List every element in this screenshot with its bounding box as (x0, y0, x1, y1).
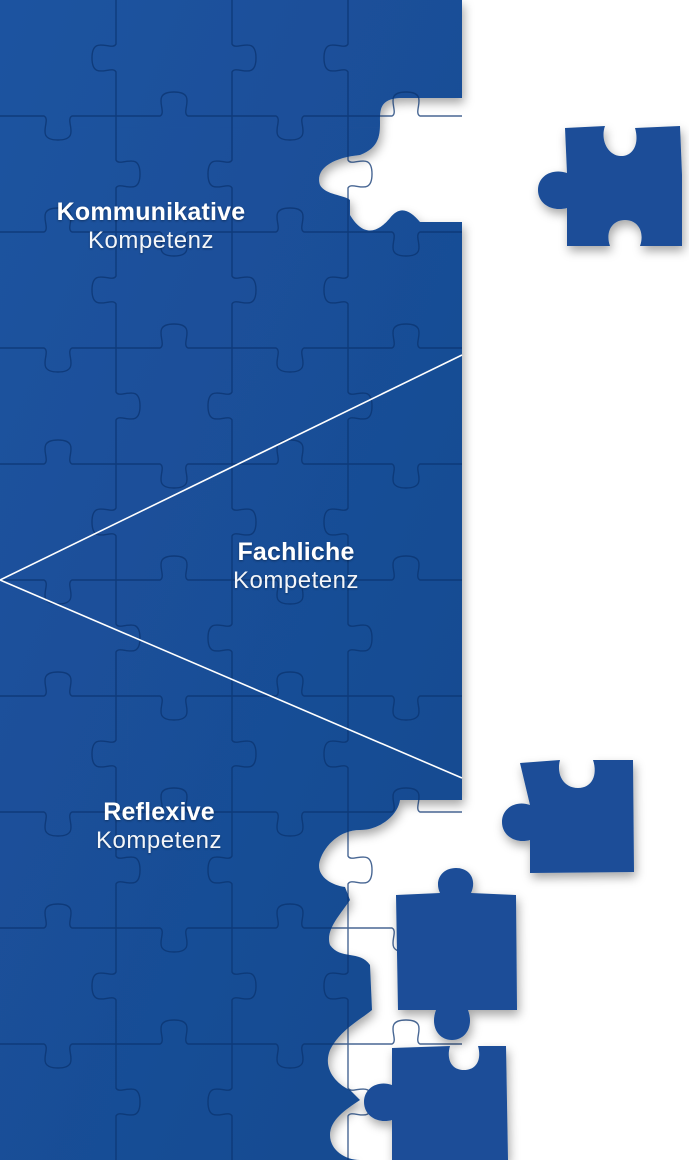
loose-puzzle-piece-middle (502, 760, 634, 873)
label-fachliche-title: Fachliche (237, 538, 355, 566)
label-reflexive-title: Reflexive (103, 798, 215, 826)
label-reflexive-subtitle: Kompetenz (96, 826, 222, 854)
puzzle-seam (91, 0, 141, 1160)
puzzle-seam (207, 0, 257, 1160)
label-reflexive-kompetenz: Reflexive Kompetenz (48, 798, 270, 854)
puzzle-seam (323, 0, 373, 1160)
label-kommunikative-kompetenz: Kommunikative Kompetenz (20, 198, 282, 254)
label-kommunikative-subtitle: Kompetenz (88, 226, 214, 254)
label-fachliche-subtitle: Kompetenz (233, 566, 359, 594)
loose-puzzle-piece-top (538, 126, 682, 246)
pointer-line-upper (0, 354, 463, 581)
pointer-line-lower (0, 579, 463, 779)
label-fachliche-kompetenz: Fachliche Kompetenz (190, 538, 402, 594)
puzzle-seams (0, 0, 462, 1160)
loose-puzzle-piece-bottom (364, 1046, 508, 1160)
label-kommunikative-title: Kommunikative (56, 198, 246, 226)
loose-puzzle-piece-lower (396, 868, 517, 1040)
